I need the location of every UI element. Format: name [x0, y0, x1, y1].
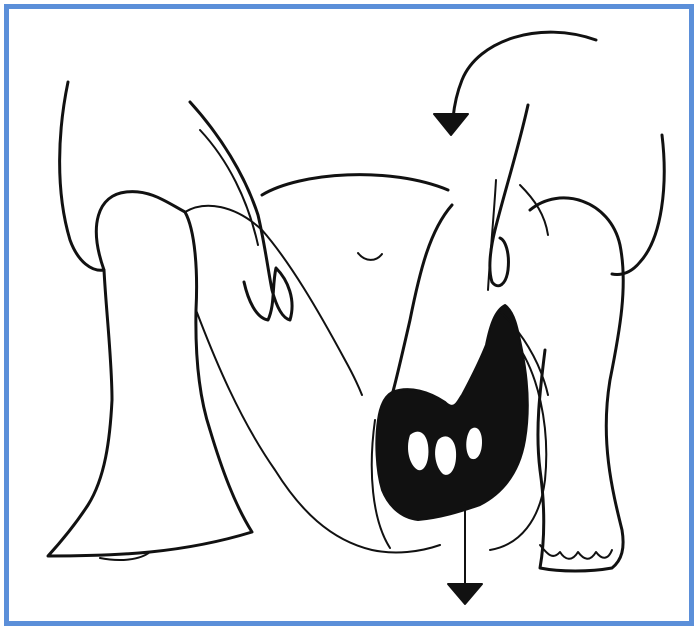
- belly-contour: [262, 175, 448, 195]
- rotation-arrow-shaft: [453, 32, 596, 118]
- downward-arrow-head: [448, 584, 482, 604]
- right-leg-outline: [530, 198, 623, 571]
- torso-right-side: [612, 135, 664, 275]
- left-arm-line: [200, 130, 258, 245]
- right-wrist: [520, 185, 548, 235]
- belly-navel: [358, 253, 382, 260]
- perineum-contour: [392, 205, 452, 395]
- right-foot-toes: [540, 545, 612, 559]
- fetus-silhouette: [376, 305, 527, 520]
- rotation-arrow-head: [434, 114, 468, 135]
